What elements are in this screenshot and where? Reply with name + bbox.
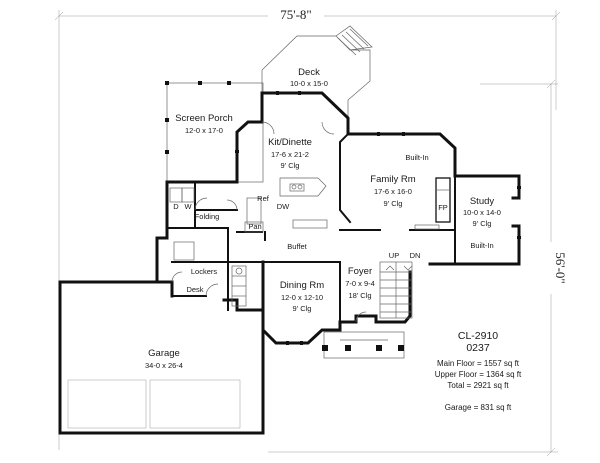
room-screen-porch-size: 12-0 x 17-0 <box>185 126 223 135</box>
room-screen-porch: Screen Porch 12-0 x 17-0 <box>175 113 233 135</box>
entry-porch <box>322 311 405 359</box>
garage-doors <box>67 379 241 429</box>
depth-dimension-label: 56'-0" <box>553 252 568 283</box>
room-family-rm-size: 17-6 x 16-0 <box>374 187 412 196</box>
laundry-fixtures <box>169 187 238 211</box>
room-study-name: Study <box>470 196 495 207</box>
deck-area <box>261 25 373 120</box>
desk-label: Desk <box>186 285 203 294</box>
lockers-label: Lockers <box>191 267 218 276</box>
fireplace-label: FP <box>438 203 448 212</box>
folding-label: Folding <box>195 212 220 221</box>
mudroom-fixtures <box>171 241 247 307</box>
room-foyer-size: 7-0 x 9-4 <box>345 279 375 288</box>
room-foyer-ceiling: 18' Clg <box>348 291 371 300</box>
width-dimension-label: 75'-8" <box>280 7 311 22</box>
room-study: Study 10-0 x 14-0 9' Clg <box>463 196 501 228</box>
buffet-label: Buffet <box>287 242 307 251</box>
kitchen-fixtures <box>244 121 335 233</box>
room-garage-size: 34-0 x 26-4 <box>145 361 183 370</box>
window-marks <box>235 91 521 345</box>
plan-code: 0237 <box>466 342 490 354</box>
fireplace <box>414 177 451 230</box>
stairs-down-label: DN <box>410 251 421 260</box>
room-kit-dinette-name: Kit/Dinette <box>268 137 312 148</box>
room-study-size: 10-0 x 14-0 <box>463 208 501 217</box>
room-family-rm-ceiling: 9' Clg <box>384 199 403 208</box>
room-family-rm: Family Rm 17-6 x 16-0 9' Clg <box>370 174 415 208</box>
room-screen-porch-name: Screen Porch <box>175 113 233 124</box>
fixture-labels: Built-In Built-In FP Ref DW Pan D W Fold… <box>173 153 493 294</box>
plan-info: CL-2910 0237 Main Floor = 1557 sq ft Upp… <box>435 330 522 412</box>
dishwasher-label: DW <box>277 202 290 211</box>
room-kit-dinette-ceiling: 9' Clg <box>281 161 300 170</box>
room-foyer-name: Foyer <box>348 266 372 277</box>
room-kit-dinette: Kit/Dinette 17-6 x 21-2 9' Clg <box>268 137 312 170</box>
main-floor-area: Main Floor = 1557 sq ft <box>437 359 520 368</box>
washer-label: W <box>184 202 192 211</box>
room-kit-dinette-size: 17-6 x 21-2 <box>271 150 309 159</box>
room-dining-rm: Dining Rm 12-0 x 12-10 9' Clg <box>280 280 324 313</box>
room-deck-name: Deck <box>298 67 320 78</box>
room-foyer: Foyer 7-0 x 9-4 18' Clg <box>345 266 375 300</box>
room-dining-rm-ceiling: 9' Clg <box>293 304 312 313</box>
room-dining-rm-size: 12-0 x 12-10 <box>281 293 323 302</box>
built-in-family-label: Built-In <box>405 153 428 162</box>
total-area: Total = 2921 sq ft <box>447 381 509 390</box>
stairs-up-label: UP <box>389 251 399 260</box>
ref-label: Ref <box>257 194 270 203</box>
room-dining-rm-name: Dining Rm <box>280 280 324 291</box>
depth-dimension: 56'-0" <box>268 79 568 457</box>
garage-area: Garage = 831 sq ft <box>445 403 512 412</box>
stairs <box>379 261 413 319</box>
width-dimension: 75'-8" <box>54 6 561 450</box>
exterior-walls <box>58 91 521 435</box>
plan-number: CL-2910 <box>458 330 498 342</box>
interior-walls <box>166 132 456 323</box>
upper-floor-area: Upper Floor = 1364 sq ft <box>435 370 522 379</box>
room-study-ceiling: 9' Clg <box>473 219 492 228</box>
room-garage: Garage 34-0 x 26-4 <box>145 348 183 370</box>
built-in-study-label: Built-In <box>470 241 493 250</box>
room-deck: Deck 10-0 x 15-0 <box>290 67 328 88</box>
pantry-label: Pan <box>248 222 261 231</box>
room-deck-size: 10-0 x 15-0 <box>290 79 328 88</box>
room-garage-name: Garage <box>148 348 180 359</box>
dryer-label: D <box>173 202 179 211</box>
room-family-rm-name: Family Rm <box>370 174 415 185</box>
